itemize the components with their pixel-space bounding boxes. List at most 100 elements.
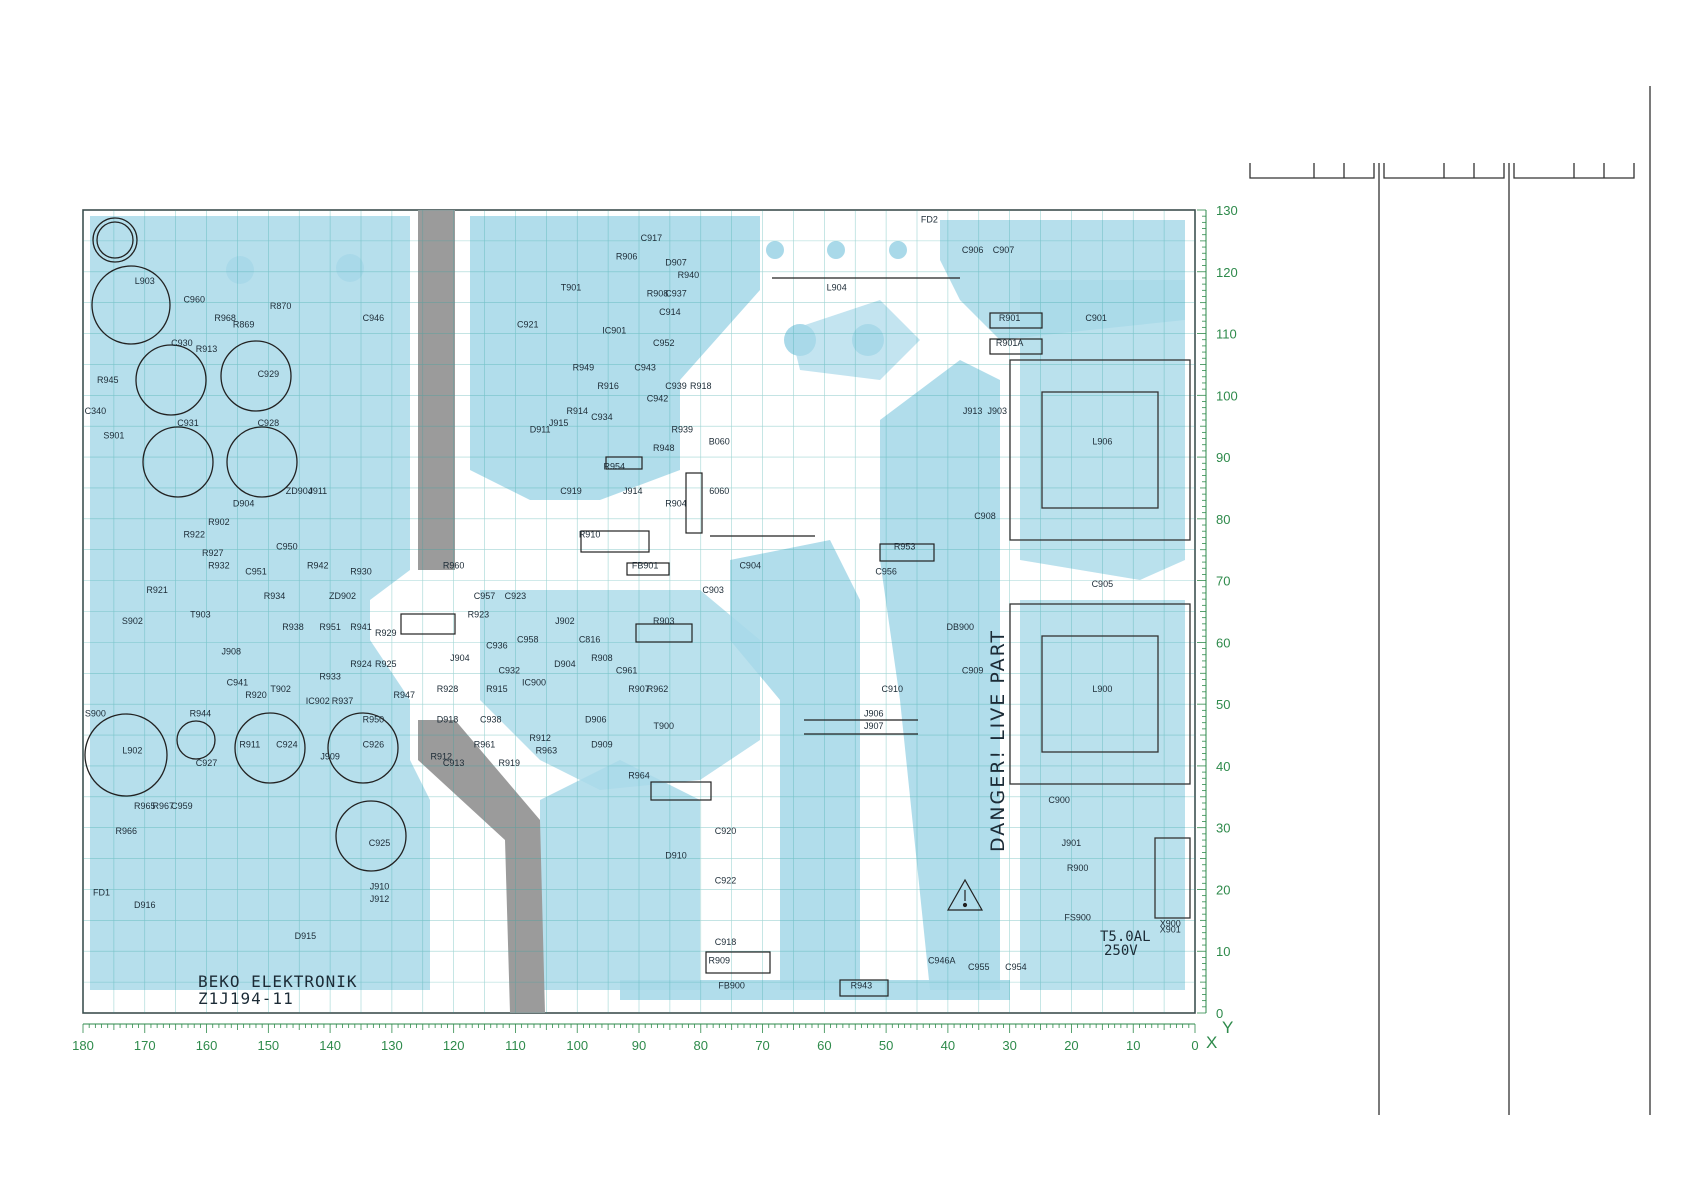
component-label-r900: R900 xyxy=(1067,863,1089,873)
component-label-r908: R908 xyxy=(647,288,669,298)
component-label-r954: R954 xyxy=(604,461,626,471)
component-label-c920: C920 xyxy=(715,826,737,836)
component-label-c907: C907 xyxy=(993,245,1015,255)
component-label-c950: C950 xyxy=(276,542,298,552)
component-label-c904: C904 xyxy=(739,560,761,570)
component-label-r960: R960 xyxy=(443,560,465,570)
electrolytic-capacitors xyxy=(84,217,407,872)
component-label-r963: R963 xyxy=(536,746,558,756)
component-label-ic900: IC900 xyxy=(522,678,546,688)
component-label-c942: C942 xyxy=(647,393,669,403)
component-label-c816: C816 xyxy=(579,634,601,644)
component-label-x900: X900 xyxy=(1160,919,1181,929)
y-tick-label: 110 xyxy=(1216,327,1237,342)
x-tick-label: 30 xyxy=(1002,1038,1016,1053)
component-label-r934: R934 xyxy=(264,591,286,601)
component-label-c926: C926 xyxy=(363,739,385,749)
component-label-r904: R904 xyxy=(665,498,687,508)
component-label-r942: R942 xyxy=(307,560,329,570)
component-label-r924: R924 xyxy=(350,659,372,669)
x-tick-label: 40 xyxy=(941,1038,955,1053)
x-tick-label: 160 xyxy=(196,1038,218,1053)
component-label-j912: J912 xyxy=(370,894,390,904)
component-label-j914: J914 xyxy=(623,486,643,496)
component-label-r913: R913 xyxy=(196,344,218,354)
x-axis-label: X xyxy=(1206,1033,1217,1052)
component-label-c959: C959 xyxy=(171,801,193,811)
component-label-r933: R933 xyxy=(319,671,341,681)
component-label-c936: C936 xyxy=(486,641,508,651)
component-label-fs900: FS900 xyxy=(1064,912,1091,922)
component-label-c908: C908 xyxy=(974,511,996,521)
component-label-d904: D904 xyxy=(233,498,255,508)
component-label-t902: T902 xyxy=(270,684,291,694)
component-label-c900: C900 xyxy=(1048,795,1070,805)
fuse-rating-line2: 250V xyxy=(1104,943,1138,959)
component-label-x901: X901 xyxy=(1160,925,1181,935)
component-label-r943: R943 xyxy=(851,980,873,990)
component-label-r968: R968 xyxy=(214,313,236,323)
component-label-r940: R940 xyxy=(678,270,700,280)
component-label-c923: C923 xyxy=(505,591,527,601)
component-label-l906: L906 xyxy=(1092,437,1112,447)
component-label-r932: R932 xyxy=(208,560,230,570)
component-label-c937: C937 xyxy=(665,288,687,298)
component-label-c954: C954 xyxy=(1005,962,1027,972)
component-label-r901a: R901A xyxy=(996,338,1024,348)
component-label-d915: D915 xyxy=(295,931,317,941)
component-label-c939: C939 xyxy=(665,381,687,391)
component-label-c928: C928 xyxy=(258,418,280,428)
fuse-rating-line1: T5.0AL xyxy=(1100,929,1151,945)
x-tick-label: 120 xyxy=(443,1038,465,1053)
y-tick-label: 90 xyxy=(1216,450,1230,465)
component-label-c921: C921 xyxy=(517,319,539,329)
component-label-c924: C924 xyxy=(276,739,298,749)
y-axis-label: Y xyxy=(1222,1018,1233,1037)
component-label-r908: R908 xyxy=(591,653,613,663)
component-label-s901: S901 xyxy=(103,431,124,441)
component-label-r964: R964 xyxy=(628,770,650,780)
component-label-r922: R922 xyxy=(183,529,205,539)
component-label-r869: R869 xyxy=(233,319,255,329)
component-label-j915: J915 xyxy=(549,418,569,428)
component-label-r951: R951 xyxy=(319,622,341,632)
component-label-r945: R945 xyxy=(97,375,119,385)
component-label-r912: R912 xyxy=(431,752,453,762)
y-tick-label: 20 xyxy=(1216,882,1230,897)
component-label-s902: S902 xyxy=(122,616,143,626)
x-tick-label: 60 xyxy=(817,1038,831,1053)
component-label-d904: D904 xyxy=(554,659,576,669)
component-label-ic901: IC901 xyxy=(602,326,626,336)
component-label-t900: T900 xyxy=(653,721,674,731)
component-label-d906: D906 xyxy=(585,715,607,725)
component-label-r920: R920 xyxy=(245,690,267,700)
danger-warning: DANGER! LIVE PART xyxy=(987,629,1009,852)
component-label-r938: R938 xyxy=(282,622,304,632)
y-tick-label: 80 xyxy=(1216,512,1230,527)
x-tick-label: 20 xyxy=(1064,1038,1078,1053)
x-tick-label: 80 xyxy=(694,1038,708,1053)
component-bodies xyxy=(400,277,1043,997)
component-label-c957: C957 xyxy=(474,591,496,601)
component-label-c919: C919 xyxy=(560,486,582,496)
component-label-r927: R927 xyxy=(202,548,224,558)
component-label-c955: C955 xyxy=(968,962,990,972)
component-label-r909: R909 xyxy=(709,956,731,966)
x-tick-label: 70 xyxy=(755,1038,769,1053)
component-label-l902: L902 xyxy=(122,746,142,756)
component-label-zd902: ZD902 xyxy=(329,591,356,601)
component-label-r947: R947 xyxy=(393,690,415,700)
y-tick-label: 120 xyxy=(1216,265,1238,280)
component-label-l900: L900 xyxy=(1092,684,1112,694)
component-label-c946a: C946A xyxy=(928,956,956,966)
component-label-d918: D918 xyxy=(437,715,459,725)
component-label-fd2: FD2 xyxy=(921,214,938,224)
component-label-6060: 6060 xyxy=(709,486,729,496)
y-tick-label: 10 xyxy=(1216,944,1230,959)
x-tick-label: 90 xyxy=(632,1038,646,1053)
component-label-j910: J910 xyxy=(370,881,390,891)
title-block-frame xyxy=(1249,86,1651,1115)
component-label-c934: C934 xyxy=(591,412,613,422)
component-label-r907: R907 xyxy=(628,684,650,694)
